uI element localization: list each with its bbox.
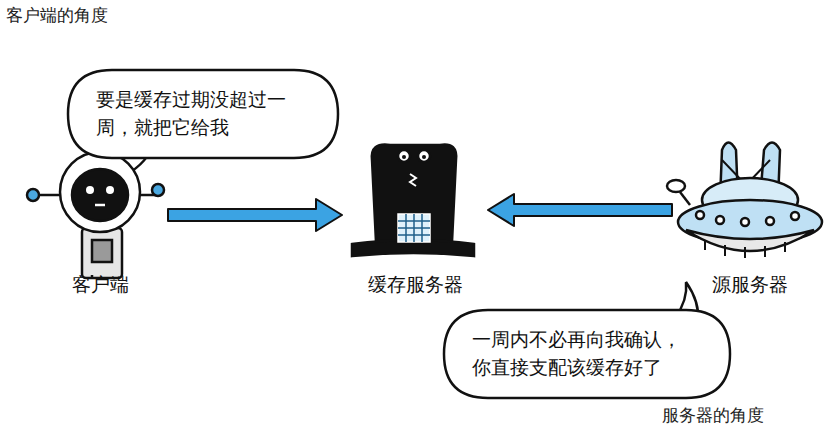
view-caption: 客户端的角度 (6, 4, 108, 27)
speech-bubble: 一周内不必再向我确认， 你直接支配该缓存好了 (442, 308, 732, 400)
server-figure: 源服务器 (680, 130, 820, 298)
origin-server-figure (667, 143, 822, 259)
figure-label: 缓存服务器 (350, 272, 480, 298)
bubble-outline-path (68, 70, 338, 158)
figure-label: 客户端 (40, 272, 160, 298)
speech-bubble: 要是缓存过期没超过一 周，就把它给我 (66, 68, 340, 160)
bubble-outline (442, 308, 732, 400)
request-arrow (168, 199, 342, 231)
figure-label: 源服务器 (680, 272, 820, 298)
view-caption: 服务器的角度 (662, 404, 764, 427)
bubble-text: 要是缓存过期没超过一 周，就把它给我 (96, 86, 310, 141)
server-figure: 客户端 (40, 148, 160, 298)
bubble-text: 一周内不必再向我确认， 你直接支配该缓存好了 (472, 326, 702, 381)
bubble-outline (66, 68, 340, 160)
cache-server-figure (352, 145, 474, 256)
bubble-outline-path (444, 310, 730, 398)
server-figure: 缓存服务器 (350, 138, 480, 298)
client-robot (27, 152, 164, 278)
request-arrow (488, 194, 672, 226)
